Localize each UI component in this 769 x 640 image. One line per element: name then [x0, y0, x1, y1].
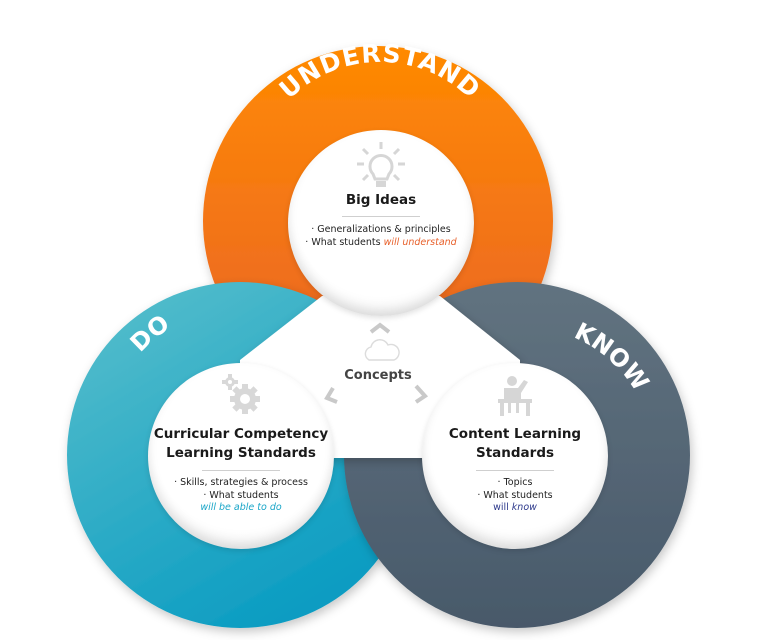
bullet-item: · Topics	[497, 477, 533, 488]
bullet-text: will	[493, 502, 512, 513]
title-line: Content Learning	[448, 426, 582, 442]
divider	[202, 470, 280, 471]
bullet-text: · What students	[305, 236, 384, 248]
bullet-item: will know	[422, 502, 608, 515]
content-learning-circle: Content Learning Standards · Topics · Wh…	[422, 363, 608, 549]
bullet-item: · Generalizations & principles	[311, 224, 451, 235]
divider	[342, 216, 420, 217]
teacher-at-desk-icon	[498, 376, 532, 416]
bullet-item: · Skills, strategies & process	[174, 477, 308, 488]
cloud-icon	[364, 339, 400, 361]
emphasis-text: will understand	[383, 236, 457, 248]
chevron-left-icon	[324, 386, 338, 404]
title-line: Standards	[475, 445, 555, 461]
emphasis-text: will be able to do	[200, 502, 282, 513]
content-learning-title: Content Learning Standards	[422, 425, 608, 463]
chevron-right-icon	[414, 384, 429, 404]
curricular-competency-circle: Curricular Competency Learning Standards…	[148, 363, 334, 549]
bullet-item: · What students	[477, 489, 553, 501]
big-ideas-title: Big Ideas	[345, 192, 417, 208]
curricular-competency-title: Curricular Competency Learning Standards	[148, 425, 334, 463]
title-line: Curricular Competency	[153, 426, 329, 442]
bullet-item: · What students	[203, 489, 279, 501]
big-ideas-circle: Big Ideas · Generalizations & principles…	[288, 130, 474, 316]
title-line: Learning Standards	[166, 445, 316, 461]
lightbulb-icon	[357, 142, 405, 187]
emphasis-text: know	[511, 502, 537, 513]
divider	[476, 470, 554, 471]
concepts-label: Concepts	[344, 368, 412, 383]
bullet-item: · What students will understand	[288, 237, 474, 250]
chevron-up-icon	[369, 322, 391, 334]
gears-icon	[222, 374, 260, 414]
